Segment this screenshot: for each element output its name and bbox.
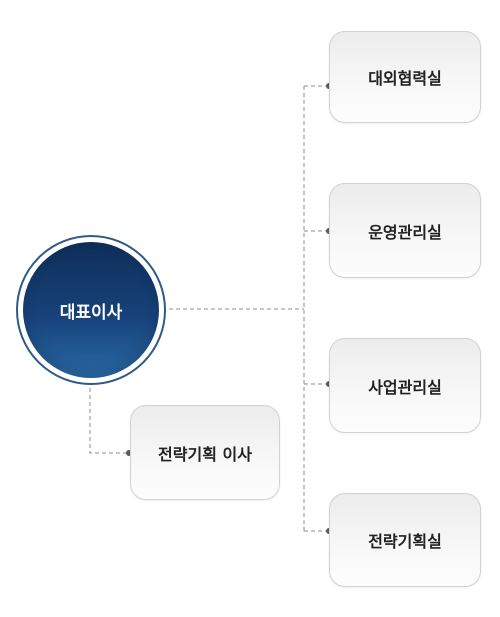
sub-director-node: 전략기획 이사 [130, 405, 280, 500]
dept-node-3: 사업관리실 [329, 338, 481, 433]
dept-node-2: 운영관리실 [329, 183, 481, 278]
connector-ceo-sub [89, 381, 129, 454]
sub-director-label: 전략기획 이사 [158, 444, 252, 464]
dept-label-3: 사업관리실 [368, 377, 442, 397]
dept-label-1: 대외협력실 [368, 69, 442, 88]
dept-node-1: 대외협력실 [329, 31, 481, 123]
ceo-label: 대표이사 [59, 302, 123, 323]
dept-label-2: 운영관리실 [368, 222, 442, 242]
dept-node-4: 전략기획실 [329, 493, 481, 587]
dept-label-4: 전략기획실 [368, 532, 442, 551]
ceo-node: 대표이사 [23, 242, 159, 378]
